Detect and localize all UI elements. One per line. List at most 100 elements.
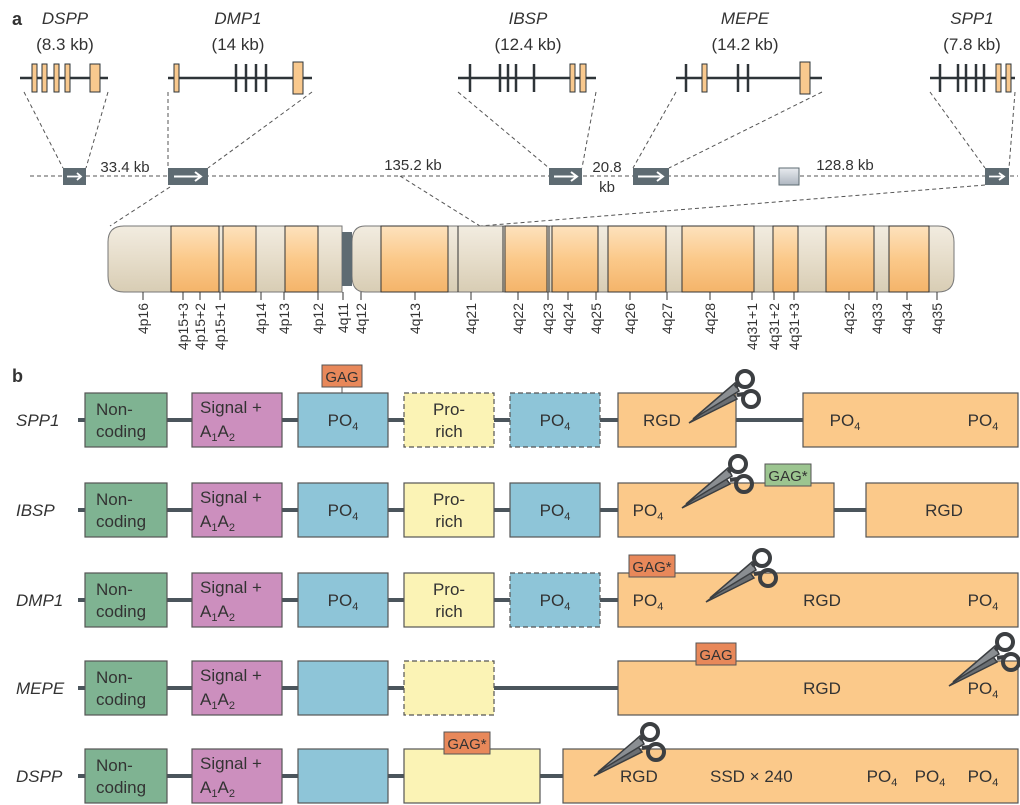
- noncoding-label: coding: [96, 690, 146, 709]
- panel-a-label: a: [12, 9, 23, 29]
- po4-label: PO4: [867, 767, 898, 789]
- po4-label: PO4: [968, 411, 999, 433]
- rgd-label: RGD: [803, 679, 841, 698]
- band-label: 4q11: [335, 303, 351, 333]
- distance-label: 128.8 kb: [816, 157, 874, 174]
- rgd-label: RGD: [620, 767, 658, 786]
- po4-label: PO4: [633, 591, 664, 613]
- band-label: 4q31+3: [786, 303, 802, 350]
- signal-sub-label: A1A2: [200, 602, 235, 624]
- signal-sub-label: A1A2: [200, 422, 235, 444]
- arrow-icon: [67, 172, 83, 181]
- gene-title-dmp1: DMP1: [214, 9, 261, 28]
- exon-structure-dspp: [20, 63, 108, 93]
- po4-label: PO4: [830, 411, 861, 433]
- po4-label: PO4: [633, 501, 664, 523]
- po4-box: [509, 572, 601, 628]
- noncoding-label: coding: [96, 512, 146, 531]
- signal-sub-label: A1A2: [200, 690, 235, 712]
- domain-box: [617, 482, 835, 538]
- gene-titles: DSPP (8.3 kb) DMP1 (14 kb) IBSP (12.4 kb…: [36, 9, 1001, 54]
- gag-box: [321, 364, 363, 388]
- band-label: 4p15+2: [192, 303, 208, 350]
- noncoding-label: Non-: [96, 668, 133, 687]
- po4-label: PO4: [540, 591, 571, 613]
- ssd-label: SSD × 240: [710, 767, 793, 786]
- exon-structure-spp1: [930, 63, 1015, 93]
- gene-size-ibsp: (12.4 kb): [494, 35, 561, 54]
- po4-label: PO4: [968, 767, 999, 789]
- gag-label: GAG*: [447, 736, 486, 753]
- band-label: 4p15+3: [175, 303, 191, 350]
- panel-b-label: b: [12, 366, 23, 386]
- gene-name: SPP1: [16, 411, 59, 430]
- distance-label: 20.8: [592, 159, 621, 176]
- domain-box: [562, 748, 1019, 804]
- noncoding-label: Non-: [96, 580, 133, 599]
- band-label: 4q22: [510, 303, 526, 334]
- arrow-icon: [174, 171, 203, 182]
- band-label: 4q26: [622, 303, 638, 334]
- gene-size-mepe: (14.2 kb): [711, 35, 778, 54]
- band-label: 4q12: [353, 303, 369, 334]
- prorich-label: rich: [435, 602, 462, 621]
- band-label: 4q13: [407, 303, 423, 334]
- band-label: 4p14: [253, 303, 269, 334]
- po4-label: PO4: [540, 501, 571, 523]
- gene-name: IBSP: [16, 501, 55, 520]
- po4-box: [297, 392, 389, 448]
- po4-label: PO4: [915, 767, 946, 789]
- exon-structure-dmp1: [168, 61, 312, 95]
- exon-structure-ibsp: [458, 63, 596, 93]
- distance-label: 135.2 kb: [384, 157, 442, 174]
- band-label: 4q23: [540, 303, 556, 334]
- distance-labels: 33.4 kb 135.2 kb 20.8 kb 128.8 kb: [100, 157, 873, 196]
- gag-label: GAG*: [768, 468, 807, 485]
- po4-box: [509, 482, 601, 538]
- band-label: 4q27: [659, 303, 675, 334]
- noncoding-label: coding: [96, 778, 146, 797]
- band-label: 4p15+1: [212, 303, 228, 350]
- arrow-icon: [989, 172, 1006, 181]
- signal-label: Signal +: [200, 398, 262, 417]
- arrow-icon: [554, 171, 579, 182]
- noncoding-label: Non-: [96, 756, 133, 775]
- po4-label: PO4: [968, 591, 999, 613]
- prorich-label: Pro-: [433, 400, 465, 419]
- noncoding-box: [84, 748, 168, 804]
- band-label: 4q31+1: [744, 303, 760, 350]
- band-label: 4q31+2: [766, 303, 782, 350]
- gag-box: [443, 731, 491, 755]
- signal-label: Signal +: [200, 578, 262, 597]
- signal-box: [191, 482, 283, 538]
- prorich-label: rich: [435, 422, 462, 441]
- po4-box: [509, 392, 601, 448]
- signal-label: Signal +: [200, 488, 262, 507]
- band-label: 4q32: [841, 303, 857, 334]
- distance-label: kb: [599, 179, 615, 196]
- gag-label: GAG: [325, 369, 358, 386]
- po4-box: [297, 660, 389, 716]
- noncoding-box: [84, 392, 168, 448]
- gene-title-spp1: SPP1: [950, 9, 993, 28]
- gene-boxes: [63, 167, 1009, 186]
- band-label: 4q21: [463, 303, 479, 334]
- noncoding-label: Non-: [96, 400, 133, 419]
- signal-sub-label: A1A2: [200, 512, 235, 534]
- po4-label: PO4: [968, 679, 999, 701]
- distance-label: 33.4 kb: [100, 159, 149, 176]
- rgd-label: RGD: [803, 591, 841, 610]
- prorich-label: rich: [435, 512, 462, 531]
- exon-structure-mepe: [676, 61, 822, 95]
- gag-label: GAG*: [632, 559, 671, 576]
- domain-box: [617, 572, 1019, 628]
- po4-label: PO4: [328, 501, 359, 523]
- band-label: 4q34: [899, 303, 915, 334]
- signal-box: [191, 748, 283, 804]
- gag-box: [695, 642, 737, 666]
- chromosome-bands: [170, 225, 930, 293]
- gene-title-dspp: DSPP: [42, 9, 89, 28]
